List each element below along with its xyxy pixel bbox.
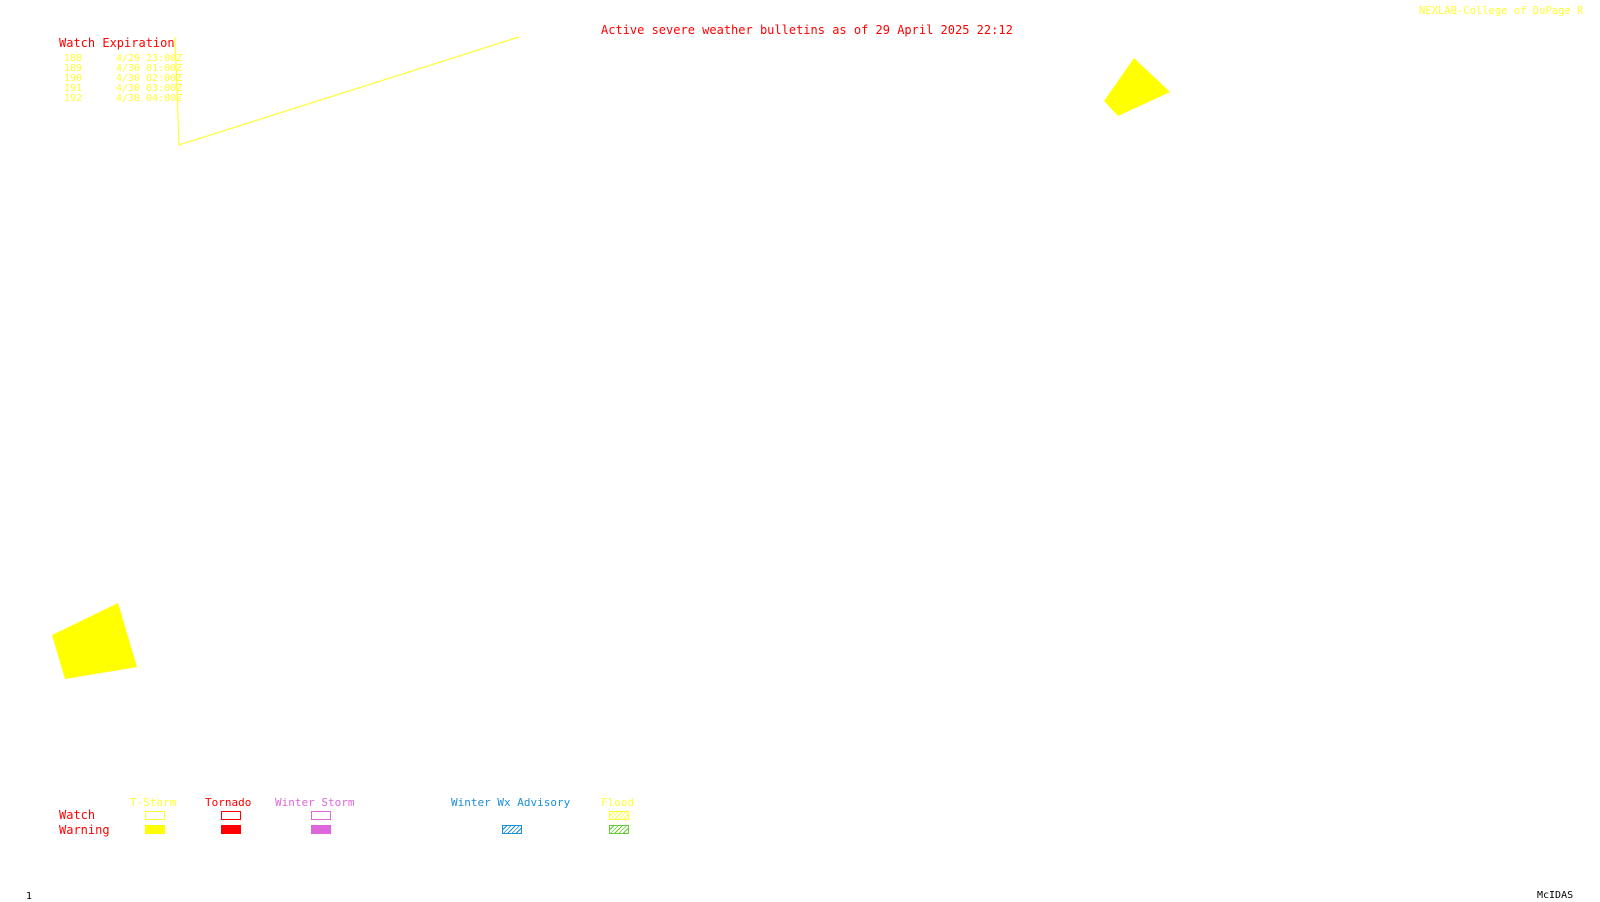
watch-id: 189 [64,63,83,74]
legend-label-winter-storm: Winter Storm [275,796,355,809]
legend-swatch-tornado-warning [221,825,241,834]
watch-expiration-heading: Watch Expiration [59,36,175,50]
watch-expires: 4/30 03:00Z [116,83,183,94]
bulletin-title: Active severe weather bulletins as of 29… [601,23,1013,37]
warning-polygon-southwest [52,603,137,679]
watch-expires: 4/30 01:00Z [116,63,183,74]
software-label: McIDAS [1537,890,1574,901]
legend-swatch-winter-storm-warning [311,825,331,834]
legend-swatch-tstorm-warning [145,825,165,834]
legend-swatch-winter-storm-watch [311,811,331,820]
watch-expiration-list: 188 4/29 23:00Z 189 4/30 01:00Z 190 4/30 02… [64,54,182,104]
legend-label-flood: Flood [601,796,635,809]
watch-id: 192 [64,93,83,104]
watch-id: 190 [64,73,83,84]
legend-label-tstorm: T-Storm [130,796,177,809]
watch-expires: 4/30 02:00Z [116,73,183,84]
list-item: 188 4/29 23:00Z [64,54,182,64]
watch-id: 188 [64,53,83,64]
watch-outline [174,36,520,146]
frame-number: 1 [26,891,33,902]
legend-swatch-flood-warning [609,825,629,834]
list-item: 191 4/30 03:00Z [64,84,182,94]
legend-swatch-flood-watch [609,811,629,820]
list-item: 190 4/30 02:00Z [64,74,182,84]
watch-id: 191 [64,83,83,94]
list-item: 189 4/30 01:00Z [64,64,182,74]
legend-row-label-warning: Warning [59,823,110,837]
legend-swatch-tornado-watch [221,811,241,820]
legend-swatch-winter-wx-advisory [502,825,522,834]
legend-label-tornado: Tornado [205,796,252,809]
legend-label-winter-wx-advisory: Winter Wx Advisory [451,796,571,809]
legend-row-label-watch: Watch [59,808,96,822]
credit-text: NEXLAB-College of DuPage R [1419,5,1584,17]
watch-expires: 4/30 04:00Z [116,93,183,104]
watch-expires: 4/29 23:00Z [116,53,183,64]
legend-swatch-tstorm-watch [145,811,165,820]
list-item: 192 4/30 04:00Z [64,94,182,104]
warning-polygon-northeast [1104,58,1170,116]
